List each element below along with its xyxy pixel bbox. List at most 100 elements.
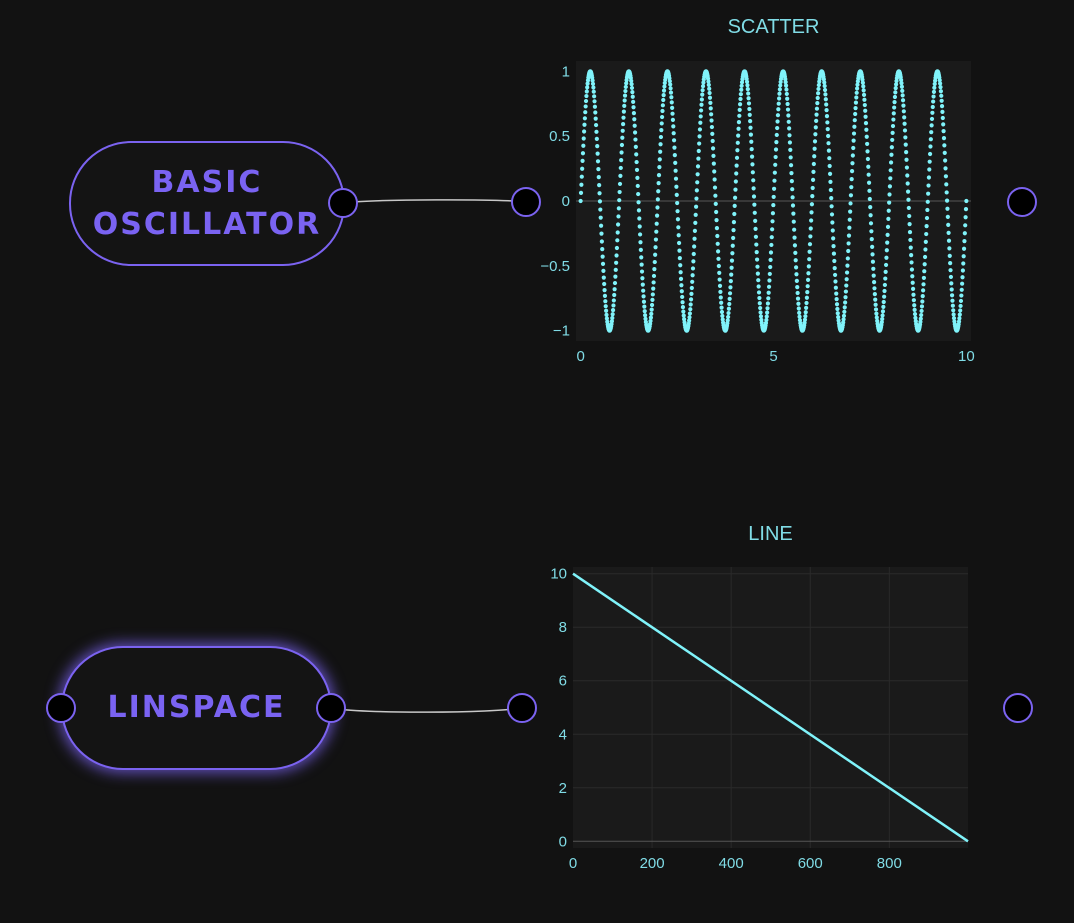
scatter-point (655, 205, 660, 210)
scatter-point (812, 154, 817, 159)
basic-oscillator-node[interactable]: BASIC OSCILLATOR (69, 141, 345, 266)
scatter-point (640, 276, 645, 281)
scatter-point (924, 231, 929, 237)
scatter-point (673, 160, 678, 165)
scatter-point (773, 147, 779, 152)
scatter-point (956, 319, 962, 324)
oscillator-output-port[interactable] (328, 188, 358, 218)
scatter-point (922, 262, 927, 267)
scatter-point (620, 128, 625, 133)
scatter-point (929, 123, 934, 128)
scatter-point (648, 315, 654, 320)
scatter-point (746, 96, 751, 101)
scatter-point (884, 255, 889, 260)
scatter-point (890, 123, 896, 129)
scatter-point (696, 156, 701, 161)
scatter-point (709, 124, 715, 130)
scatter-point (749, 139, 754, 144)
scatter-point (792, 227, 797, 232)
scatter-point (826, 148, 832, 153)
scatter-point (835, 311, 840, 316)
scatter-point (709, 118, 714, 123)
scatter-point (804, 300, 809, 306)
scatter-point (637, 224, 642, 229)
scatter-point (913, 315, 918, 320)
scatter-point (844, 277, 849, 282)
scatter-point (816, 82, 821, 88)
scatter-point (708, 100, 713, 105)
scatter-point (755, 264, 760, 269)
scatter-point (612, 287, 617, 292)
scatter-point (848, 209, 853, 214)
scatter-point (614, 245, 620, 251)
scatter-point (873, 297, 878, 302)
scatter-point (739, 83, 744, 88)
scatter-point (668, 86, 673, 91)
linspace-output-port[interactable] (316, 693, 346, 723)
scatter-point (670, 117, 676, 122)
linspace-node[interactable]: LINSPACE (61, 646, 332, 770)
scatter-point (824, 102, 829, 107)
scatter-point (944, 198, 950, 203)
scatter-point (622, 93, 628, 98)
linspace-input-port[interactable] (46, 693, 76, 723)
scatter-point (695, 172, 700, 177)
scatter-point (687, 315, 692, 320)
scatter-point (629, 78, 634, 83)
y-tick-label: 0.5 (549, 128, 570, 145)
scatter-point (661, 97, 666, 103)
scatter-point (822, 83, 827, 89)
scatter-point (846, 241, 851, 246)
scatter-point (609, 319, 615, 324)
scatter-point (641, 294, 646, 299)
scatter-point (643, 316, 648, 321)
scatter-point (963, 223, 968, 228)
scatter-point (753, 226, 758, 232)
scatter-point (786, 119, 791, 124)
scatter-point (863, 114, 868, 119)
basic-oscillator-label-line1: BASIC (151, 164, 263, 200)
scatter-point (692, 244, 697, 249)
scatter-point (919, 304, 925, 309)
scatter-input-port[interactable] (511, 187, 541, 217)
scatter-point (638, 240, 643, 245)
scatter-point (847, 225, 852, 230)
scatter-point (944, 190, 949, 195)
scatter-point (893, 86, 898, 91)
scatter-point (592, 99, 597, 104)
scatter-point (732, 211, 737, 217)
scatter-point (843, 289, 849, 294)
line-output-port[interactable] (1003, 693, 1033, 723)
scatter-point (734, 163, 739, 168)
scatter-point (581, 143, 586, 148)
line-series (572, 572, 969, 843)
scatter-point (657, 157, 662, 162)
line-input-port[interactable] (507, 693, 537, 723)
y-tick-label: 10 (550, 566, 567, 583)
scatter-point (911, 292, 916, 297)
scatter-point (716, 256, 721, 261)
scatter-point (949, 281, 954, 286)
scatter-point (958, 303, 963, 309)
scatter-output-port[interactable] (1007, 187, 1037, 217)
scatter-point (719, 300, 724, 305)
scatter-point (891, 117, 896, 122)
scatter-point (731, 220, 737, 225)
scatter-point (770, 211, 776, 216)
scatter-point (920, 294, 925, 299)
scatter-point (579, 182, 584, 187)
scatter-point (874, 311, 879, 316)
scatter-point (642, 304, 647, 309)
scatter-point (697, 134, 702, 139)
scatter-point (700, 88, 705, 93)
scatter-point (694, 188, 699, 193)
scatter-point (805, 290, 810, 295)
scatter-point (853, 111, 858, 117)
scatter-point (691, 259, 696, 264)
scatter-point (867, 188, 872, 193)
scatter-point (675, 217, 681, 222)
scatter-point (862, 97, 867, 102)
scatter-point (790, 195, 795, 200)
scatter-point (852, 124, 857, 129)
scatter-point (726, 310, 731, 316)
